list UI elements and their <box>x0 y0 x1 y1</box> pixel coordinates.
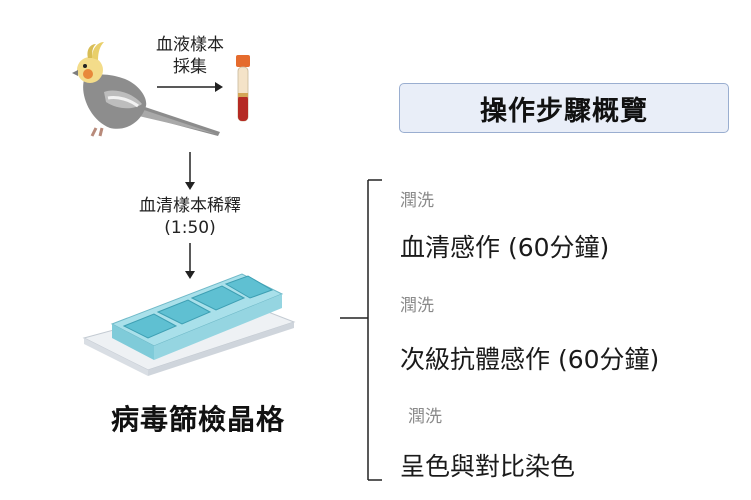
wash-label-3: 潤洗 <box>408 407 442 427</box>
down-arrow-1 <box>185 152 195 190</box>
dilution-line2: (1:50) <box>164 218 216 238</box>
down-arrow-2 <box>185 243 195 279</box>
chamber-slide-illustration <box>82 273 296 376</box>
collection-arrow <box>157 82 223 92</box>
step-serum-incubation: 血清感作 (60分鐘) <box>400 233 610 262</box>
blood-collection-label: 血液樣本 採集 <box>140 34 240 78</box>
serum-dilution-label: 血清樣本稀釋 (1:50) <box>110 195 270 239</box>
overview-box: 操作步驟概覽 <box>399 83 729 133</box>
blood-tube-icon <box>236 55 250 122</box>
slide-title: 病毒篩檢晶格 <box>110 403 285 436</box>
bracket <box>340 179 382 481</box>
step-secondary-antibody: 次級抗體感作 (60分鐘) <box>400 345 660 374</box>
dilution-line1: 血清樣本稀釋 <box>139 196 241 216</box>
step-staining: 呈色與對比染色 <box>400 452 576 481</box>
wash-label-2: 潤洗 <box>400 296 434 316</box>
cockatiel-illustration <box>72 42 220 137</box>
wash-label-1: 潤洗 <box>400 191 434 211</box>
blood-collection-line2: 採集 <box>173 57 207 77</box>
blood-collection-line1: 血液樣本 <box>156 35 224 55</box>
overview-title: 操作步驟概覽 <box>480 95 648 127</box>
